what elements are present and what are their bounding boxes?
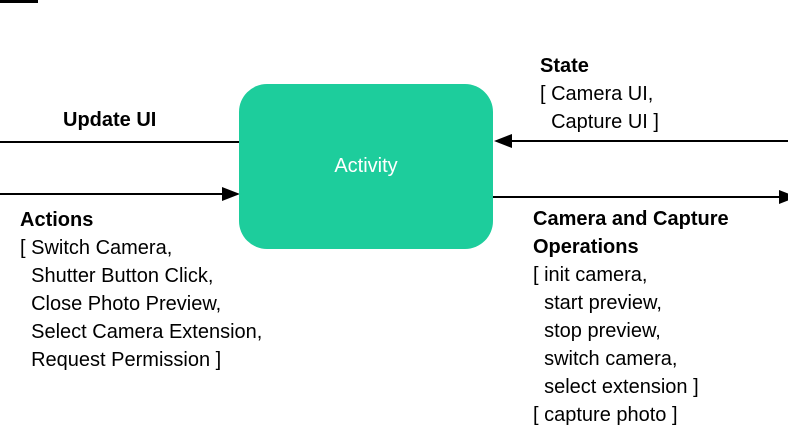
update-ui-label: Update UI [63,106,156,134]
state-list-line: [ Camera UI, [540,83,654,105]
actions-arrowhead [222,187,240,201]
clipped-line-fragment [0,0,38,3]
operations-list-line: [ capture photo ] [533,404,678,426]
state-list-line: Capture UI ] [540,111,659,133]
actions-list-line: [ Switch Camera, [20,237,173,259]
state-title: State [540,55,589,77]
operations-list-line: [ init camera, [533,264,648,286]
actions-list-line: Request Permission ] [20,349,222,371]
actions-title: Actions [20,209,94,231]
activity-node: Activity [239,84,493,249]
operations-list-line: select extension ] [533,376,699,398]
operations-list-line: stop preview, [533,320,661,342]
operations-list-line: switch camera, [533,348,678,370]
actions-label-block: Actions [ Switch Camera, Shutter Button … [20,206,262,374]
actions-list-line: Close Photo Preview, [20,293,222,315]
activity-node-label: Activity [334,155,398,177]
operations-arrowhead-clipped [779,190,788,204]
actions-list-line: Select Camera Extension, [20,321,263,343]
state-arrowhead [494,134,512,148]
operations-list-line: start preview, [533,292,662,314]
update-ui-title: Update UI [63,109,157,131]
operations-label-block: Camera and Capture Operations [ init cam… [533,205,748,429]
state-label-block: State [ Camera UI, Capture UI ] [540,52,659,136]
actions-list-line: Shutter Button Click, [20,265,214,287]
operations-title: Camera and Capture Operations [533,208,729,258]
